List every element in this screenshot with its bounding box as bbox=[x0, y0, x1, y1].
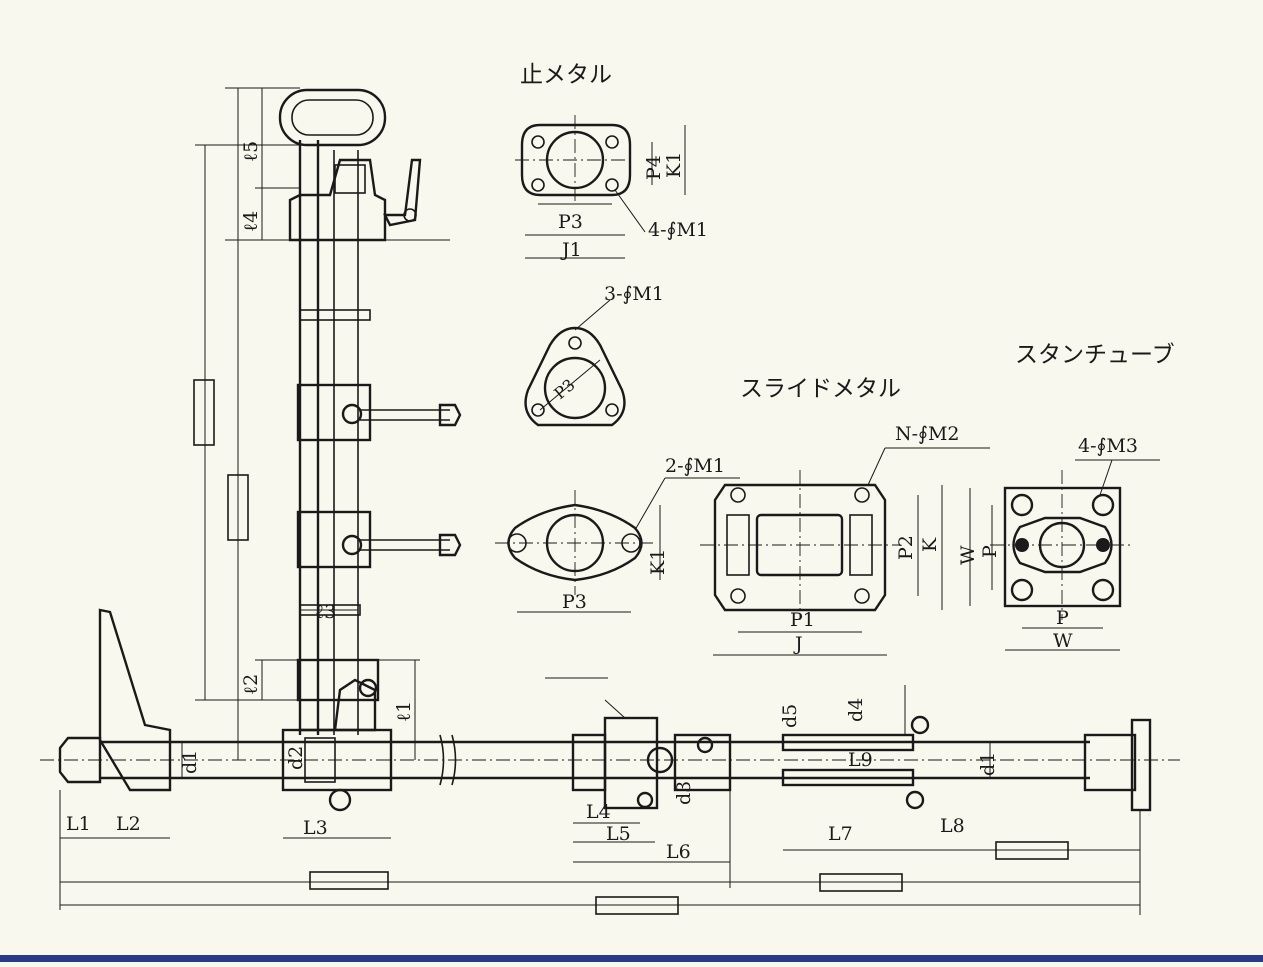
label-K1-oval: K1 bbox=[647, 549, 669, 575]
label-d2: d2 bbox=[285, 746, 307, 770]
title-stern-tube: スタンチューブ bbox=[1015, 342, 1175, 368]
label-L2: L2 bbox=[116, 813, 141, 835]
label-d4: d4 bbox=[845, 698, 867, 722]
label-P-stern-h: P bbox=[1056, 607, 1069, 629]
triangle-flange-view bbox=[524, 299, 626, 427]
label-J: J bbox=[793, 633, 803, 655]
vertical-dimensions bbox=[193, 87, 450, 760]
label-K: K bbox=[919, 537, 941, 552]
label-L4: L4 bbox=[586, 801, 611, 823]
label-L9: L9 bbox=[848, 749, 873, 771]
label-P3-triangle: P3 bbox=[550, 375, 578, 403]
callout-stern-holes: 4-∮M3 bbox=[1078, 435, 1138, 457]
title-slide-metal: スライドメタル bbox=[740, 376, 901, 402]
label-P1: P1 bbox=[790, 609, 815, 631]
label-L5: L5 bbox=[606, 823, 631, 845]
label-l2: ℓ2 bbox=[240, 674, 262, 695]
label-d3: d3 bbox=[673, 781, 695, 805]
label-P4: P4 bbox=[643, 155, 665, 180]
label-d1-right: d1 bbox=[977, 752, 999, 776]
label-L3: L3 bbox=[303, 817, 328, 839]
label-L8: L8 bbox=[940, 815, 965, 837]
slide-metal-view bbox=[700, 447, 990, 656]
callout-oval-holes: 2-∮M1 bbox=[665, 455, 725, 477]
label-J1: J1 bbox=[560, 239, 582, 261]
label-L1: L1 bbox=[66, 813, 91, 835]
label-l5: ℓ5 bbox=[240, 141, 262, 162]
stop-metal-view bbox=[515, 115, 686, 259]
bottom-rule bbox=[0, 955, 1263, 962]
callout-slide-holes: N-∮M2 bbox=[895, 423, 960, 445]
label-P3-stop: P3 bbox=[558, 211, 583, 233]
label-K1-stop: K1 bbox=[663, 152, 685, 178]
horizontal-dimensions bbox=[59, 790, 1141, 915]
stern-tube-view bbox=[969, 459, 1160, 651]
label-L7: L7 bbox=[828, 823, 853, 845]
label-l4: ℓ4 bbox=[240, 211, 262, 232]
label-d5: d5 bbox=[779, 704, 801, 728]
propeller-shaft bbox=[40, 608, 1180, 812]
label-W-stern-v: W bbox=[957, 545, 979, 565]
label-l3: ℓ3 bbox=[315, 601, 336, 623]
steering-column bbox=[278, 88, 462, 812]
label-P3-oval: P3 bbox=[562, 591, 587, 613]
label-P-stern-v: P bbox=[979, 545, 1001, 558]
callout-tri-holes: 3-∮M1 bbox=[604, 283, 664, 305]
oval-flange-view bbox=[495, 477, 740, 613]
label-W-stern-h: W bbox=[1053, 630, 1073, 652]
label-L6: L6 bbox=[666, 841, 691, 863]
label-l1: ℓ1 bbox=[393, 701, 415, 722]
title-stop-metal: 止メタル bbox=[520, 62, 612, 88]
callout-stop-holes: 4-∮M1 bbox=[648, 219, 708, 241]
label-P2: P2 bbox=[895, 535, 917, 560]
label-d1-left: d1 bbox=[179, 750, 201, 774]
